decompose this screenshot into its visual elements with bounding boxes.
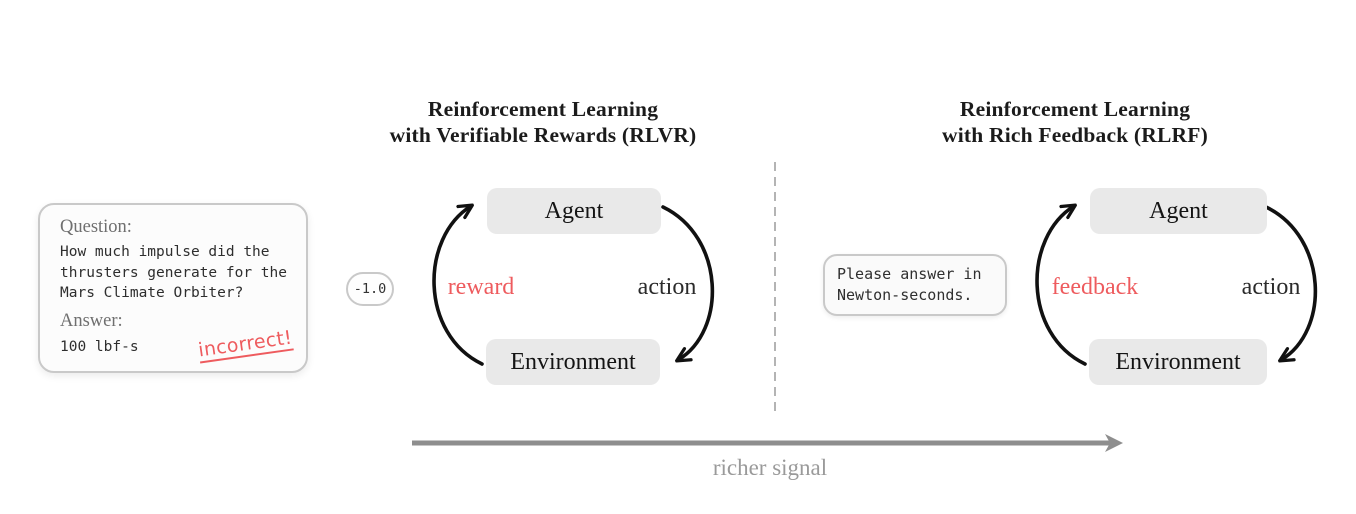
rlvr-title-line2: with Verifiable Rewards (RLVR) bbox=[389, 123, 697, 148]
panel-divider bbox=[774, 162, 776, 416]
rlvr-title: Reinforcement Learning with Verifiable R… bbox=[333, 96, 753, 148]
answer-value: 100 lbf-s bbox=[60, 338, 139, 355]
incorrect-annotation: incorrect! bbox=[196, 326, 294, 362]
rlrf-title-line2: with Rich Feedback (RLRF) bbox=[942, 123, 1208, 148]
richer-signal-label: richer signal bbox=[712, 455, 828, 480]
rlrf-environment-box: Environment bbox=[1089, 339, 1267, 385]
rlrf-title: Reinforcement Learning with Rich Feedbac… bbox=[865, 96, 1285, 148]
question-text: How much impulse did the thrusters gener… bbox=[60, 244, 287, 302]
answer-label: Answer: bbox=[60, 310, 123, 331]
reward-value-pill: -1.0 bbox=[346, 272, 394, 306]
rlvr-action-label: action bbox=[637, 274, 697, 300]
prompt-bubble-line2: Newton-seconds. bbox=[837, 286, 973, 304]
question-label: Question: bbox=[60, 217, 132, 237]
rlrf-agent-box: Agent bbox=[1090, 188, 1267, 234]
question-card: Question: How much impulse did the thrus… bbox=[38, 203, 308, 373]
rlvr-environment-box: Environment bbox=[486, 339, 660, 385]
rlrf-feedback-label: feedback bbox=[1051, 274, 1139, 300]
prompt-bubble-line1: Please answer in bbox=[837, 265, 982, 283]
rlrf-title-line1: Reinforcement Learning bbox=[959, 97, 1191, 121]
rlvr-title-line1: Reinforcement Learning bbox=[427, 97, 659, 121]
rlvr-reward-label: reward bbox=[447, 274, 515, 300]
rlrf-action-label: action bbox=[1241, 274, 1301, 300]
prompt-bubble: Please answer in Newton-seconds. bbox=[823, 254, 1007, 316]
rlvr-agent-box: Agent bbox=[487, 188, 661, 234]
